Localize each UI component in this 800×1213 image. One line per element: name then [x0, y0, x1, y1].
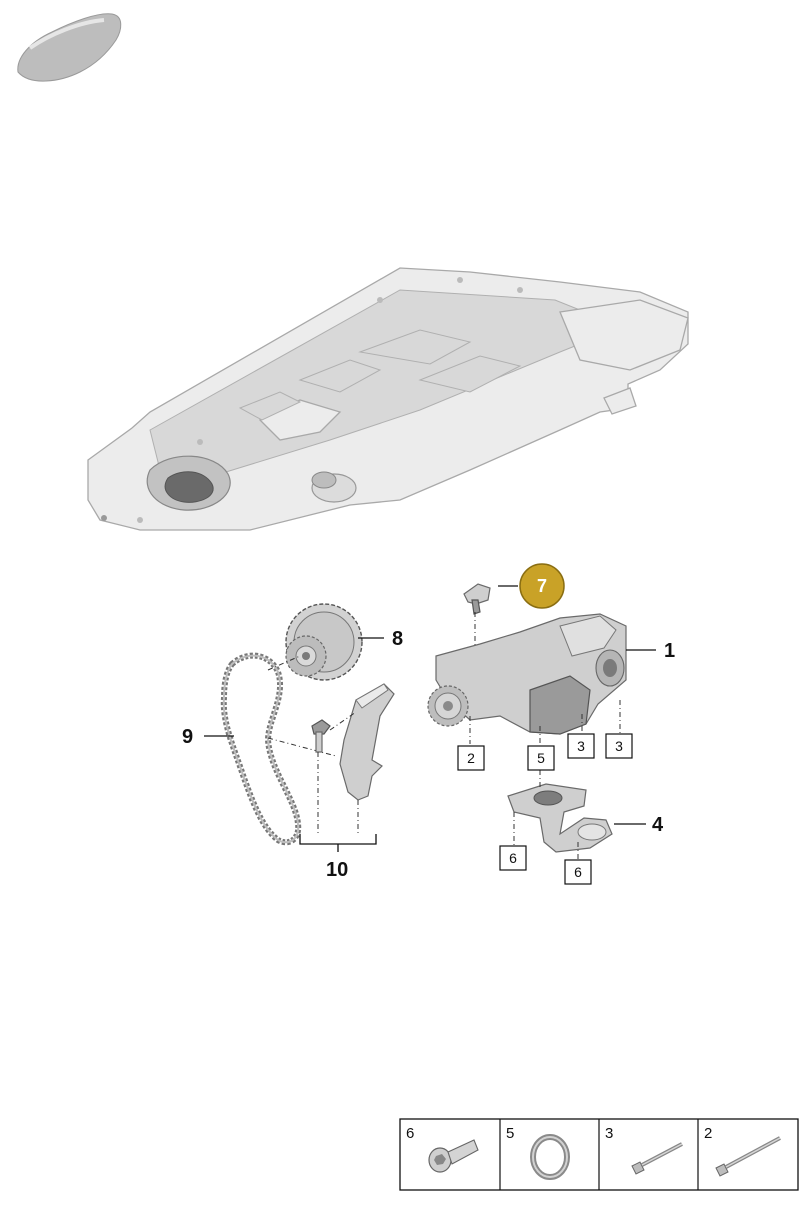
boxed-ref-3-right: 3	[605, 733, 633, 759]
boxed-ref-6-left: 6	[499, 845, 527, 871]
highlight-badge-label: 7	[537, 576, 547, 596]
long-bolt-icon	[715, 1136, 781, 1177]
svg-text:5: 5	[537, 750, 545, 766]
legend-cell-6[interactable]: 6	[406, 1125, 479, 1173]
callout-8: 8	[392, 628, 403, 650]
part-1-oil-pump	[427, 613, 627, 735]
oil-pan-housing	[87, 267, 689, 531]
svg-text:6: 6	[574, 864, 582, 880]
svg-text:3: 3	[577, 738, 585, 754]
part-10-tensioner	[311, 683, 395, 801]
svg-text:2: 2	[467, 750, 475, 766]
callout-1: 1	[664, 640, 675, 662]
callout-9: 9	[182, 726, 193, 748]
car-silhouette-icon	[17, 13, 122, 82]
svg-text:3: 3	[605, 1125, 613, 1142]
boxed-ref-5: 5	[527, 745, 555, 771]
legend-cell-3[interactable]: 3	[605, 1125, 683, 1175]
svg-text:2: 2	[704, 1125, 712, 1142]
svg-text:6: 6	[406, 1125, 414, 1142]
hex-socket-bolt-icon	[428, 1139, 479, 1173]
part-8-sprocket	[285, 603, 363, 681]
part-4-suction-pipe	[507, 783, 613, 853]
callout-10: 10	[326, 859, 348, 881]
svg-text:6: 6	[509, 850, 517, 866]
callout-4: 4	[652, 814, 664, 836]
long-bolt-icon	[631, 1142, 683, 1175]
boxed-ref-6-right: 6	[564, 859, 592, 885]
part-7-sensor	[463, 583, 491, 615]
svg-text:5: 5	[506, 1125, 514, 1142]
legend-cell-2[interactable]: 2	[704, 1125, 781, 1177]
part-9-chain	[220, 652, 302, 846]
boxed-ref-2: 2	[457, 745, 485, 771]
legend-cell-5[interactable]: 5	[506, 1125, 570, 1180]
seal-ring-icon	[530, 1134, 570, 1180]
fastener-legend: 6 5 3 2	[399, 1118, 799, 1191]
highlight-badge-7[interactable]: 7	[519, 563, 565, 609]
svg-text:3: 3	[615, 738, 623, 754]
boxed-ref-3-left: 3	[567, 733, 595, 759]
